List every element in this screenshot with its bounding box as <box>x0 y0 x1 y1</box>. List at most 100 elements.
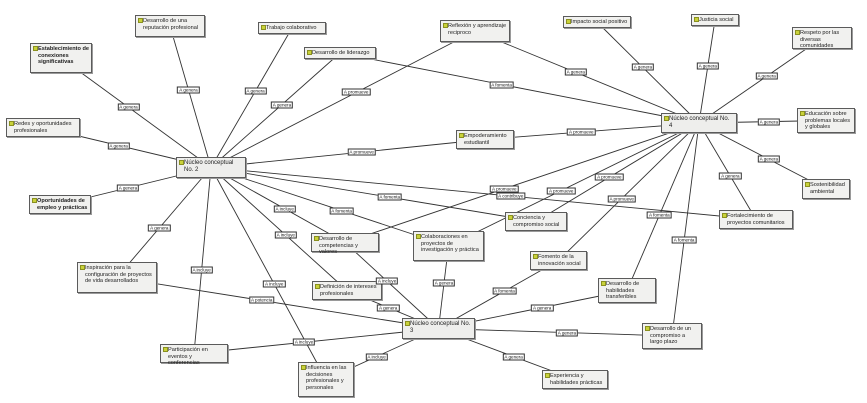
edge-line <box>193 167 212 354</box>
edge-label: A genera <box>432 279 456 287</box>
core-node-3[interactable]: Núcleo conceptual No. 3 <box>402 318 475 339</box>
node-empoderamiento[interactable]: Empoderamiento estudiantil <box>456 130 514 149</box>
edge-line <box>210 167 537 222</box>
edge-label: A promueve <box>546 187 576 195</box>
node-justicia[interactable]: Justicia social <box>691 14 739 26</box>
node-marker-icon <box>9 121 14 126</box>
edge-line <box>116 167 212 278</box>
edge-line <box>339 52 700 124</box>
edge-label: A genera <box>755 72 778 80</box>
node-marker-icon <box>314 236 319 241</box>
core-node-4-label: Núcleo conceptual No. 4 <box>669 116 730 129</box>
edge-line <box>210 167 449 247</box>
core-node-4[interactable]: Núcleo conceptual No. 4 <box>661 113 737 133</box>
core-node-2-label: Núcleo conceptual No. 2 <box>184 160 234 173</box>
edge-label: A contribuye <box>496 192 526 200</box>
edge-label: A fomenta <box>489 81 514 88</box>
node-marker-icon <box>301 365 306 370</box>
edge-line <box>671 122 700 337</box>
edge-line <box>116 277 439 329</box>
edge-label: A incluye <box>190 266 213 274</box>
edge-line <box>210 167 346 243</box>
node-marker-icon <box>315 284 320 289</box>
node-innovacion[interactable]: Fomento de la innovación social <box>530 251 587 270</box>
edge-line <box>210 30 476 168</box>
edge-label: A genera <box>564 68 587 76</box>
node-marker-icon <box>459 133 464 138</box>
edge-line <box>210 52 341 168</box>
edge-label: A genera <box>631 63 655 71</box>
node-conciencia[interactable]: Conciencia y compromiso social <box>505 212 567 231</box>
edge-line <box>698 122 757 220</box>
edge-line <box>344 122 700 243</box>
node-liderazgo[interactable]: Desarrollo de liderazgo <box>304 47 376 59</box>
edge-line <box>210 167 757 220</box>
edge-line <box>535 122 700 222</box>
node-impacto[interactable]: Impacto social positivo <box>563 16 631 28</box>
node-marker-icon <box>405 321 410 326</box>
edge-label: A fomenta <box>492 287 517 295</box>
node-empleo[interactable]: Oportunidades de empleo y prácticas <box>29 195 91 214</box>
node-conexiones[interactable]: Establecimiento de conexiones significat… <box>30 43 92 73</box>
node-colaboraciones[interactable]: Colaboraciones en proyectos de investiga… <box>413 231 484 261</box>
node-reputacion[interactable]: Desarrollo de una reputación profesional <box>135 15 205 37</box>
edge-label: A incluye <box>292 338 316 346</box>
node-marker-icon <box>179 160 184 165</box>
node-trabajo[interactable]: Trabajo colaborativo <box>258 22 326 34</box>
edge-label: A promueve <box>607 195 636 203</box>
node-marker-icon <box>566 19 571 24</box>
edge-label: A incluye <box>273 205 296 213</box>
edge-label: A incluye <box>365 353 388 361</box>
node-influencia[interactable]: Influencia en las decisiones profesional… <box>298 362 354 397</box>
node-compromiso[interactable]: Desarrollo de un compromiso a largo plaz… <box>642 323 702 349</box>
node-educacion[interactable]: Educación sobre problemas locales y glob… <box>797 108 855 133</box>
edge-line <box>193 328 439 354</box>
edge-label: A genera <box>177 86 200 94</box>
edge-label: A genera <box>530 304 554 312</box>
node-marker-icon <box>80 265 85 270</box>
node-participacion[interactable]: Participación en eventos y conferencias <box>160 344 228 366</box>
edge-label: A genera <box>107 142 130 149</box>
edge-label: A genera <box>757 155 781 163</box>
core-node-3-label: Núcleo conceptual No. 3 <box>410 321 471 334</box>
edge-label: A genera <box>719 172 742 180</box>
edge-label: A genera <box>116 184 140 192</box>
node-marker-icon <box>33 46 38 51</box>
edge-label: A genera <box>244 87 267 95</box>
edge-label: A fomenta <box>329 207 354 215</box>
node-inspiracion[interactable]: Inspiración para la configuración de pro… <box>77 262 157 293</box>
node-marker-icon <box>138 18 143 23</box>
node-sostenibilidad[interactable]: Sostenibilidad ambiental <box>802 179 850 199</box>
node-respeto[interactable]: Respeto por las diversas comunidades <box>792 27 852 49</box>
node-fortalecimiento[interactable]: Fortalecimiento de proyectos comunitario… <box>719 210 793 229</box>
edge-label: A promueve <box>595 173 624 181</box>
node-marker-icon <box>508 215 513 220</box>
edge-line <box>698 19 716 124</box>
node-marker-icon <box>601 281 606 286</box>
edge-label: A incluye <box>263 280 286 288</box>
edge-label: A promueve <box>490 185 519 193</box>
node-reflexion[interactable]: Reflexión y aprendizaje reciproco <box>440 20 510 42</box>
core-node-2[interactable]: Núcleo conceptual No. 2 <box>176 157 246 178</box>
edge-line <box>60 57 212 168</box>
edge-label: A fomenta <box>647 211 672 219</box>
edge-line <box>210 27 293 168</box>
node-redes[interactable]: Redes y oportunidades profesionales <box>6 118 80 137</box>
edge-line <box>448 122 700 247</box>
node-marker-icon <box>645 326 650 331</box>
node-experiencia[interactable]: Experiencia y habilidades prácticas <box>542 370 608 389</box>
edge-line <box>698 37 823 124</box>
node-marker-icon <box>416 234 421 239</box>
node-habilidades[interactable]: Desarrollo de habilidades transferibles <box>598 278 656 303</box>
node-marker-icon <box>664 116 669 121</box>
node-marker-icon <box>443 23 448 28</box>
node-intereses[interactable]: Definición de intereses profesionales <box>312 281 382 300</box>
edge-label: A fomenta <box>377 193 403 201</box>
edge-label: A genera <box>376 304 400 312</box>
edge-label: A promueve <box>341 88 371 96</box>
node-marker-icon <box>307 50 312 55</box>
node-marker-icon <box>805 182 810 187</box>
edge-label: A incluye <box>274 231 297 239</box>
edge-line <box>626 122 700 291</box>
node-competencias[interactable]: Desarrollo de competencias y valores <box>311 233 379 255</box>
